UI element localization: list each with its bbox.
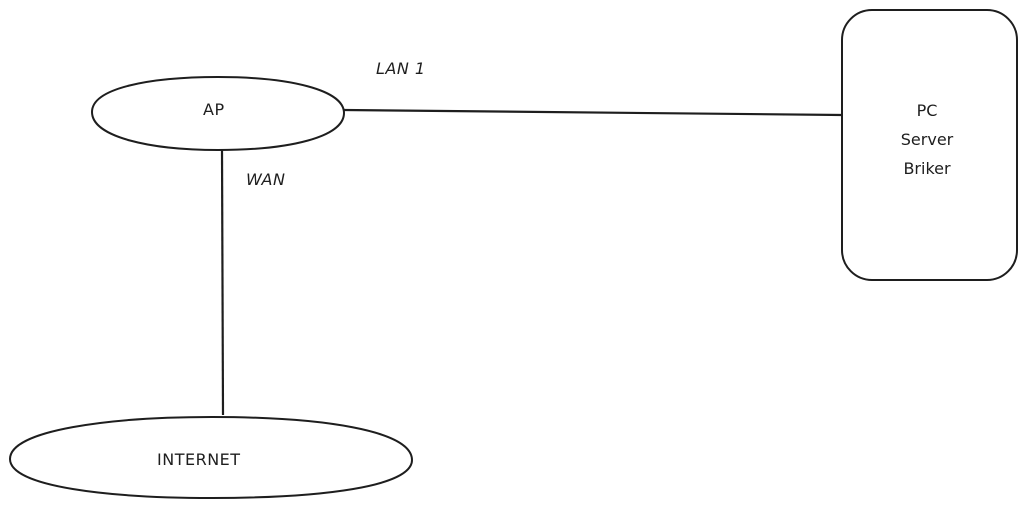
pc-server-label: PC Server Briker [872,96,982,183]
wan-link-label: WAN [246,170,286,189]
internet-node-shape[interactable] [8,415,414,500]
lan1-link-line [343,108,843,117]
ap-node-shape[interactable] [90,75,346,152]
internet-label: INTERNET [157,450,241,469]
pc-server-node-shape[interactable] [841,9,1018,281]
wan-link-line [220,149,225,416]
pc-server-label-line-1: PC [916,101,938,120]
lan1-link-label: LAN 1 [376,59,426,78]
ap-label: AP [203,100,225,119]
pc-server-label-line-3: Briker [903,159,951,178]
pc-server-label-line-2: Server [900,130,954,149]
